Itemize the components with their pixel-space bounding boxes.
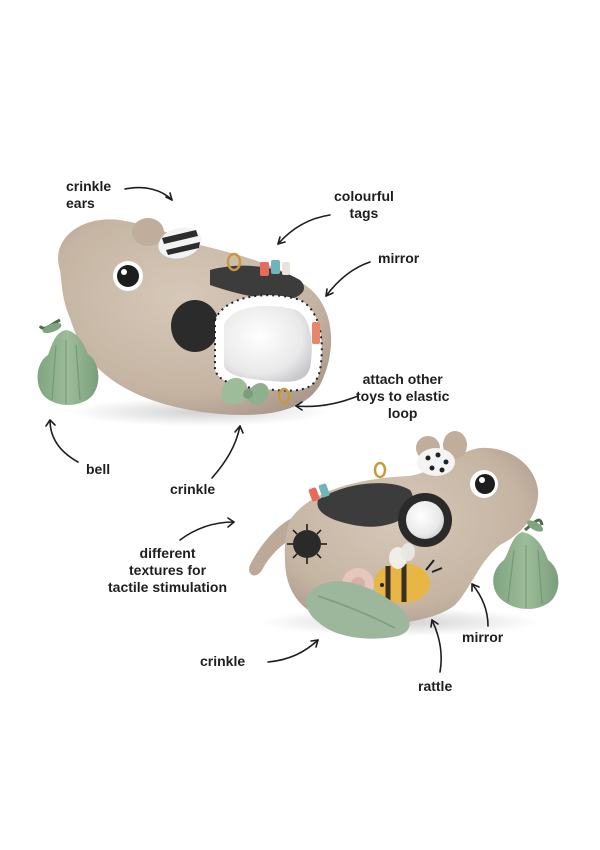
pear-bell-icon <box>37 318 99 405</box>
arrow-rattle <box>431 619 442 673</box>
top-ear-icon <box>132 218 164 246</box>
bottom-plush-toy <box>249 431 559 639</box>
bee-rattle-icon <box>374 543 443 603</box>
arrow-crinkle-ears <box>124 186 173 201</box>
label-attach-loop: attach other toys to elastic loop <box>356 371 450 421</box>
arrow-bell <box>49 419 79 463</box>
bottom-mirror-icon <box>398 493 452 547</box>
bottom-pear-icon <box>493 518 559 609</box>
arrow-crinkle-bottom <box>267 639 319 663</box>
label-crinkle-ears: crinkle ears <box>66 178 112 211</box>
bottom-tags-icon <box>308 483 330 502</box>
crinkle-bow-icon <box>222 377 269 405</box>
arrow-different-textures <box>179 521 235 541</box>
top-eye-icon <box>113 261 143 291</box>
colourful-tags-icon <box>260 260 290 276</box>
label-mirror-bottom: mirror <box>462 629 504 645</box>
label-colourful-tags: colourful tags <box>334 188 394 221</box>
crinkle-ear-striped-icon <box>158 227 202 259</box>
label-mirror-top: mirror <box>378 250 420 266</box>
corduroy-patch-icon <box>210 265 305 300</box>
arrow-crinkle-mid <box>211 425 241 479</box>
leaf-crinkle-icon <box>306 581 410 639</box>
label-different-textures: different textures for tactile stimulati… <box>108 545 228 595</box>
arrow-colourful-tags <box>277 214 331 245</box>
top-mirror-icon <box>214 294 323 392</box>
black-spot-icon <box>171 300 219 352</box>
brand-tag-icon <box>312 322 320 344</box>
elastic-loop-icon <box>226 252 242 272</box>
label-crinkle-bottom: crinkle <box>200 653 246 669</box>
top-plush-toy <box>37 218 332 426</box>
arrow-mirror-bottom <box>471 583 489 627</box>
arrow-attach-loop <box>295 395 359 408</box>
polka-dot-ear-icon <box>417 448 455 476</box>
callout-arrows <box>45 186 489 673</box>
label-crinkle-mid: crinkle <box>170 481 216 497</box>
label-bell: bell <box>86 461 111 477</box>
spiky-texture-icon <box>287 524 327 564</box>
label-rattle: rattle <box>418 678 453 694</box>
bottom-eye-icon <box>470 470 498 498</box>
arrow-mirror-top <box>325 261 371 297</box>
